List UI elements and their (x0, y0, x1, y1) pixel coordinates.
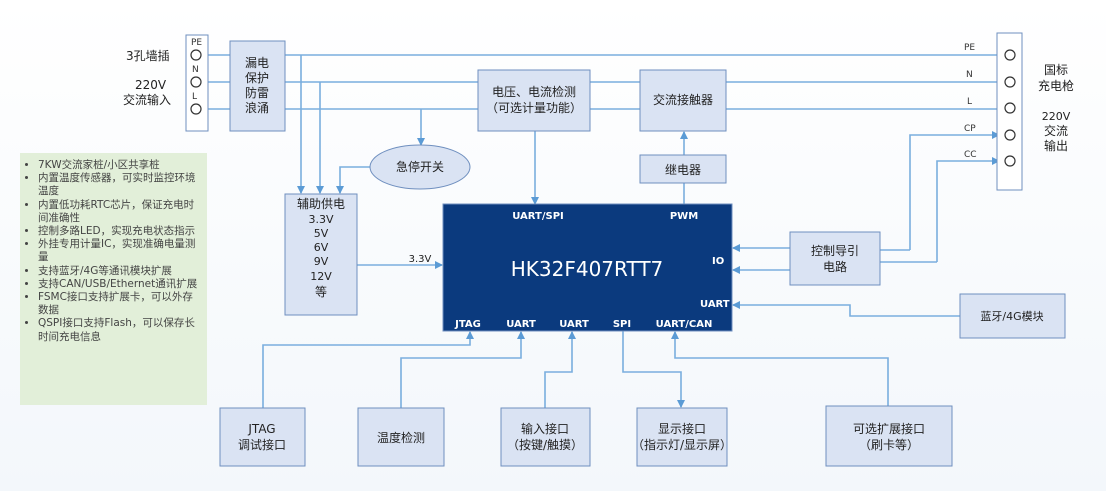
estop-label: 急停开关 (396, 159, 444, 174)
input-voltage: 220V (135, 78, 167, 92)
output-label: 充电枪 (1038, 78, 1074, 93)
control-pilot-box (789, 231, 881, 286)
out-pin-cp: CP (964, 124, 976, 134)
protection-label: 浪涌 (245, 100, 269, 115)
jtag-box (219, 407, 306, 467)
emergency-stop (369, 144, 471, 190)
relay-box (639, 154, 727, 184)
feature-item: 内置温度传感器，可实时监控环境温度 (38, 172, 203, 198)
jtag-label: 调试接口 (238, 437, 286, 452)
port-uart: UART (506, 319, 536, 330)
pilot-label: 控制导引 (811, 244, 859, 258)
feature-item: 控制多路LED，实现充电状态指示 (38, 225, 203, 238)
comm-module-box (959, 293, 1066, 339)
input-type: 交流输入 (123, 92, 171, 107)
meter-label: （可选计量功能） (486, 101, 582, 115)
feature-item: 支持CAN/USB/Ethernet通讯扩展 (38, 278, 203, 291)
out-pin-pe: PE (964, 43, 975, 53)
input-interface-label: 输入接口 (521, 421, 569, 436)
display-label: （指示灯/显示屏） (632, 437, 732, 452)
aux-power-box (284, 193, 358, 316)
aux-voltage: 5V (314, 227, 329, 240)
comm-label: 蓝牙/4G模块 (980, 310, 1043, 323)
output-label: 国标 (1044, 63, 1068, 77)
pin-n: N (192, 65, 199, 75)
jtag-label: JTAG (247, 422, 275, 436)
pin-l: L (192, 92, 197, 102)
aux-voltage: 6V (314, 241, 329, 254)
port-uart-can: UART/CAN (656, 319, 713, 330)
out-pin-l: L (967, 97, 972, 107)
mcu-chip (442, 203, 733, 332)
output-label: 220V (1042, 110, 1071, 123)
feature-item: FSMC接口支持扩展卡，可以外存数据 (38, 291, 203, 317)
meter-box (477, 69, 591, 132)
wires (204, 54, 1000, 408)
mcu-name: HK32F407RTT7 (511, 257, 664, 281)
protection-label: 保护 (245, 71, 269, 85)
feature-list: 7KW交流家桩/小区共享桩 内置温度传感器，可实时监控环境温度 内置低功耗RTC… (20, 153, 207, 405)
input-pin-icons (190, 49, 202, 115)
ext-interface-box (825, 405, 953, 467)
input-label: 3孔墙插 (126, 49, 170, 63)
out-pin-n: N (966, 70, 973, 80)
feature-item: QSPI接口支持Flash，可以保存长时间充电信息 (38, 317, 203, 343)
display-interface-box (636, 407, 728, 467)
feature-item: 支持蓝牙/4G等通讯模块扩展 (38, 265, 203, 278)
contactor-label: 交流接触器 (653, 92, 713, 107)
port-pwm: PWM (670, 211, 698, 222)
output-pin-icons (1004, 49, 1016, 167)
aux-power-title: 辅助供电 (297, 197, 345, 211)
port-jtag: JTAG (454, 319, 481, 330)
output-label: 交流 (1044, 123, 1068, 138)
protection-box (229, 40, 286, 132)
input-interface-label: （按键/触摸） (507, 438, 583, 452)
port-uart: UART (559, 319, 589, 330)
relay-label: 继电器 (665, 163, 701, 177)
temp-box (357, 407, 445, 467)
aux-voltage: 等 (315, 285, 327, 299)
port-spi: SPI (613, 319, 631, 330)
input-interface-box (500, 407, 591, 467)
port-uart-right: UART (700, 299, 730, 310)
pin-pe: PE (191, 38, 202, 48)
aux-voltage: 3.3V (308, 213, 333, 226)
temp-label: 温度检测 (377, 430, 425, 445)
meter-label: 电压、电流检测 (492, 84, 576, 99)
ext-label: 可选扩展接口 (853, 421, 925, 436)
aux-voltage: 12V (310, 270, 332, 283)
aux-to-mcu-label: 3.3V (409, 254, 432, 265)
feature-item: 内置低功耗RTC芯片，保证充电时间准确性 (38, 199, 203, 225)
protection-label: 防雷 (245, 85, 269, 100)
protection-label: 漏电 (245, 56, 269, 70)
port-io: IO (712, 256, 724, 267)
out-pin-cc: CC (964, 150, 977, 160)
ext-label: （刷卡等） (859, 438, 919, 452)
feature-item: 外挂专用计量IC，实现准确电量测量 (38, 238, 203, 264)
pilot-label: 电路 (823, 259, 847, 274)
port-uart-spi: UART/SPI (512, 211, 564, 222)
feature-item: 7KW交流家桩/小区共享桩 (38, 159, 203, 172)
display-label: 显示接口 (658, 421, 706, 436)
contactor-box (639, 69, 727, 132)
output-label: 输出 (1044, 138, 1068, 153)
aux-voltage: 9V (314, 255, 329, 268)
